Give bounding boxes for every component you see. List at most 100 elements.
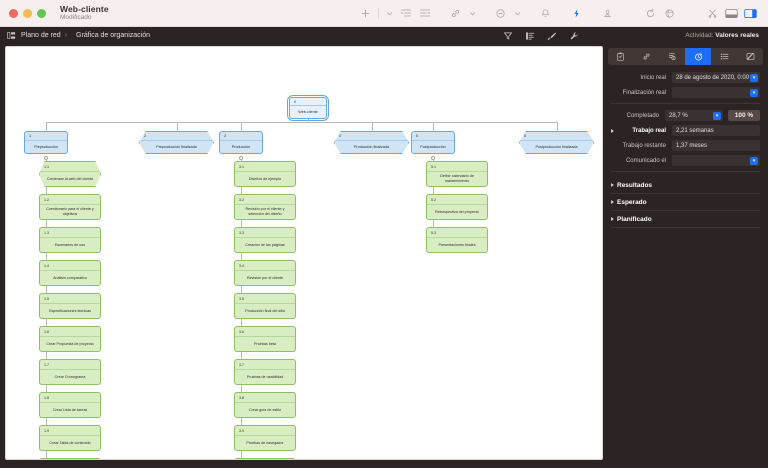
add-icon[interactable] bbox=[356, 4, 375, 23]
node-id: 3.7 bbox=[235, 360, 295, 371]
indent-increase-icon[interactable] bbox=[396, 4, 415, 23]
activity-value: Valores reales bbox=[715, 32, 759, 39]
inspector-section-planificado[interactable]: Planificado bbox=[611, 211, 760, 227]
node-id: 4 bbox=[335, 132, 408, 141]
globe-icon[interactable] bbox=[660, 4, 679, 23]
bell-icon[interactable] bbox=[536, 4, 555, 23]
inspector-tab-stopwatch[interactable] bbox=[685, 48, 712, 65]
refresh-icon[interactable] bbox=[641, 4, 660, 23]
section-title: Resultados bbox=[617, 181, 653, 189]
inspector-tab-clipboard[interactable] bbox=[608, 48, 634, 65]
disclosure-slot[interactable] bbox=[611, 128, 618, 133]
outline-icon[interactable] bbox=[523, 29, 536, 42]
indent-decrease-icon[interactable] bbox=[415, 4, 434, 23]
document-title-block: Web-cliente Modificado bbox=[60, 4, 109, 22]
chevron-right-icon[interactable] bbox=[611, 128, 614, 133]
collapse-toggle[interactable] bbox=[238, 155, 244, 160]
filter-circle-icon[interactable] bbox=[491, 4, 510, 23]
breadcrumb-current[interactable]: Gráfica de organización bbox=[76, 32, 150, 39]
minimize-button[interactable] bbox=[23, 8, 32, 18]
chevron-down-icon[interactable] bbox=[382, 4, 396, 23]
chevron-right-icon[interactable] bbox=[611, 183, 614, 187]
completed-input[interactable]: 28,7 % ▾ bbox=[665, 110, 723, 121]
node-label: Crear Lista de tareas bbox=[52, 407, 88, 412]
person-icon[interactable] bbox=[598, 4, 617, 23]
close-button[interactable] bbox=[9, 8, 18, 18]
inspector-tab-notes[interactable] bbox=[737, 48, 763, 65]
chevron-down-icon[interactable] bbox=[465, 4, 479, 23]
stepper-icon[interactable]: ▾ bbox=[713, 111, 721, 120]
wrench-icon[interactable] bbox=[567, 29, 580, 42]
field-input[interactable]: 1,37 meses bbox=[672, 140, 760, 151]
stepper-icon[interactable]: ▾ bbox=[750, 88, 758, 97]
scissors-icon[interactable] bbox=[703, 4, 722, 23]
connector-line bbox=[308, 119, 309, 122]
node-id: 1.8 bbox=[40, 393, 100, 404]
inspector-section-esperado[interactable]: Esperado bbox=[611, 194, 760, 210]
section-divider bbox=[611, 193, 760, 194]
collapse-toggle[interactable] bbox=[430, 155, 436, 160]
stepper-icon[interactable]: ▾ bbox=[750, 73, 758, 82]
org-node-task-1.10[interactable]: 1.10Definir Comunicaciones bbox=[39, 458, 101, 459]
inspector-tab-list[interactable] bbox=[711, 48, 737, 65]
filter-icon[interactable] bbox=[501, 29, 514, 42]
field-input[interactable]: 28 de agosto de 2020, 0:00▾ bbox=[672, 72, 760, 83]
panel-bottom-icon[interactable] bbox=[722, 4, 741, 23]
inspector-section-resultados[interactable]: Resultados bbox=[611, 177, 760, 193]
completed-badge[interactable]: 100 % bbox=[728, 110, 760, 121]
collapse-toggle[interactable] bbox=[43, 155, 49, 160]
field-input[interactable]: ▾ bbox=[672, 87, 760, 98]
chevron-down-icon[interactable] bbox=[510, 4, 524, 23]
inspector-row: Comunicado el▾ bbox=[611, 154, 760, 167]
brush-icon[interactable] bbox=[545, 29, 558, 42]
chevron-right-icon[interactable] bbox=[611, 217, 614, 221]
field-input[interactable]: 2,21 semanas bbox=[672, 125, 760, 136]
node-id: 3.10 bbox=[235, 459, 295, 460]
maximize-button[interactable] bbox=[37, 8, 46, 18]
stepper-icon[interactable]: ▾ bbox=[750, 156, 758, 165]
lightning-icon[interactable] bbox=[567, 4, 586, 23]
panel-right-icon[interactable] bbox=[741, 4, 760, 23]
node-id: 1.2 bbox=[40, 195, 100, 206]
org-node-task-3.10[interactable]: 3.10Corregir fallos bbox=[234, 458, 296, 460]
chevron-right-icon[interactable] bbox=[611, 200, 614, 204]
link-icon[interactable] bbox=[446, 4, 465, 23]
inspector-tab-resources[interactable] bbox=[660, 48, 686, 65]
breadcrumb-root[interactable]: Plano de red bbox=[21, 32, 61, 39]
field-input[interactable]: ▾ bbox=[672, 155, 760, 166]
node-id: 5.2 bbox=[427, 195, 487, 206]
inspector-tab-link[interactable] bbox=[634, 48, 660, 65]
